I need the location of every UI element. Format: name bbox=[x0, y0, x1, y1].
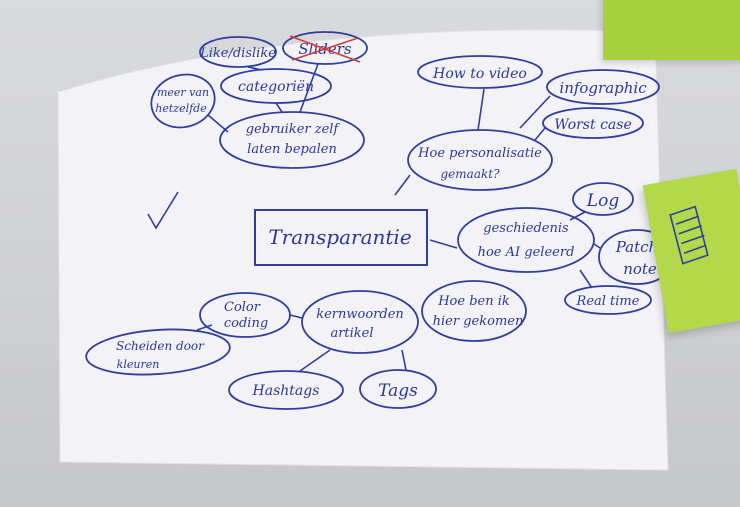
scheiden-label-1: Scheiden door bbox=[116, 339, 205, 353]
log-label: Log bbox=[586, 191, 620, 211]
node-tags bbox=[359, 369, 437, 409]
meer-van-label-1: meer van bbox=[157, 86, 209, 99]
gebruiker-label-1: gebruiker zelf bbox=[246, 122, 341, 137]
geschiedenis-label-1: geschiedenis bbox=[483, 221, 569, 236]
scheiden-label-2: kleuren bbox=[117, 358, 160, 371]
patch-label-1: Patch bbox=[615, 238, 658, 256]
personalisatie-label-1: Hoe personalisatie bbox=[417, 146, 542, 161]
kernwoorden-label-1: kernwoorden bbox=[316, 307, 404, 322]
kernwoorden-label-2: artikel bbox=[330, 326, 373, 341]
node-log bbox=[572, 182, 634, 216]
color-label-1: Color bbox=[224, 300, 261, 315]
sliders-strike bbox=[289, 35, 361, 63]
connector-lines-bottomleft bbox=[196, 314, 407, 372]
color-label-2: coding bbox=[224, 316, 268, 331]
hashtags-label: Hashtags bbox=[252, 383, 320, 399]
sticky-note-top bbox=[603, 0, 740, 60]
node-how-to-video bbox=[417, 55, 543, 89]
connector-lines-topleft bbox=[207, 63, 319, 133]
node-infographic bbox=[546, 69, 660, 105]
node-hoe-ben-ik bbox=[421, 280, 527, 342]
connector-lines-topright bbox=[394, 88, 551, 196]
central-label: Transparantie bbox=[268, 225, 411, 249]
node-like-dislike bbox=[199, 36, 277, 68]
like-dislike-label: Like/dislike bbox=[199, 46, 276, 61]
personalisatie-label-2: gemaakt? bbox=[441, 167, 501, 181]
node-hashtags bbox=[228, 370, 344, 410]
hoe-ben-label-1: Hoe ben ik bbox=[437, 294, 510, 309]
how-to-video-label: How to video bbox=[432, 66, 527, 82]
patch-label-2: note bbox=[623, 260, 657, 278]
real-time-label: Real time bbox=[576, 294, 640, 309]
meer-van-label-2: hetzelfde bbox=[155, 102, 207, 115]
node-meer-van bbox=[150, 73, 216, 129]
node-kernwoorden bbox=[301, 290, 419, 354]
tags-label: Tags bbox=[378, 381, 418, 401]
node-personalisatie bbox=[407, 129, 553, 191]
sticky-note-right bbox=[642, 168, 740, 334]
geschiedenis-label-2: hoe AI geleerd bbox=[478, 245, 575, 260]
checkmark-icon bbox=[147, 191, 179, 230]
node-sliders bbox=[282, 31, 368, 65]
connector-lines-right bbox=[429, 211, 601, 289]
sticky-note-doodle-icon bbox=[669, 205, 709, 265]
node-gebruiker bbox=[219, 111, 365, 169]
gebruiker-label-2: laten bepalen bbox=[247, 142, 337, 157]
node-scheiden bbox=[85, 328, 231, 376]
central-box bbox=[254, 209, 428, 266]
worst-case-label: Worst case bbox=[554, 117, 631, 133]
categorien-label: categoriën bbox=[238, 79, 314, 95]
node-real-time bbox=[564, 285, 652, 315]
node-worst-case bbox=[542, 107, 644, 139]
hoe-ben-label-2: hier gekomen bbox=[433, 314, 524, 329]
node-geschiedenis bbox=[457, 207, 595, 273]
infographic-label: infographic bbox=[559, 79, 647, 97]
